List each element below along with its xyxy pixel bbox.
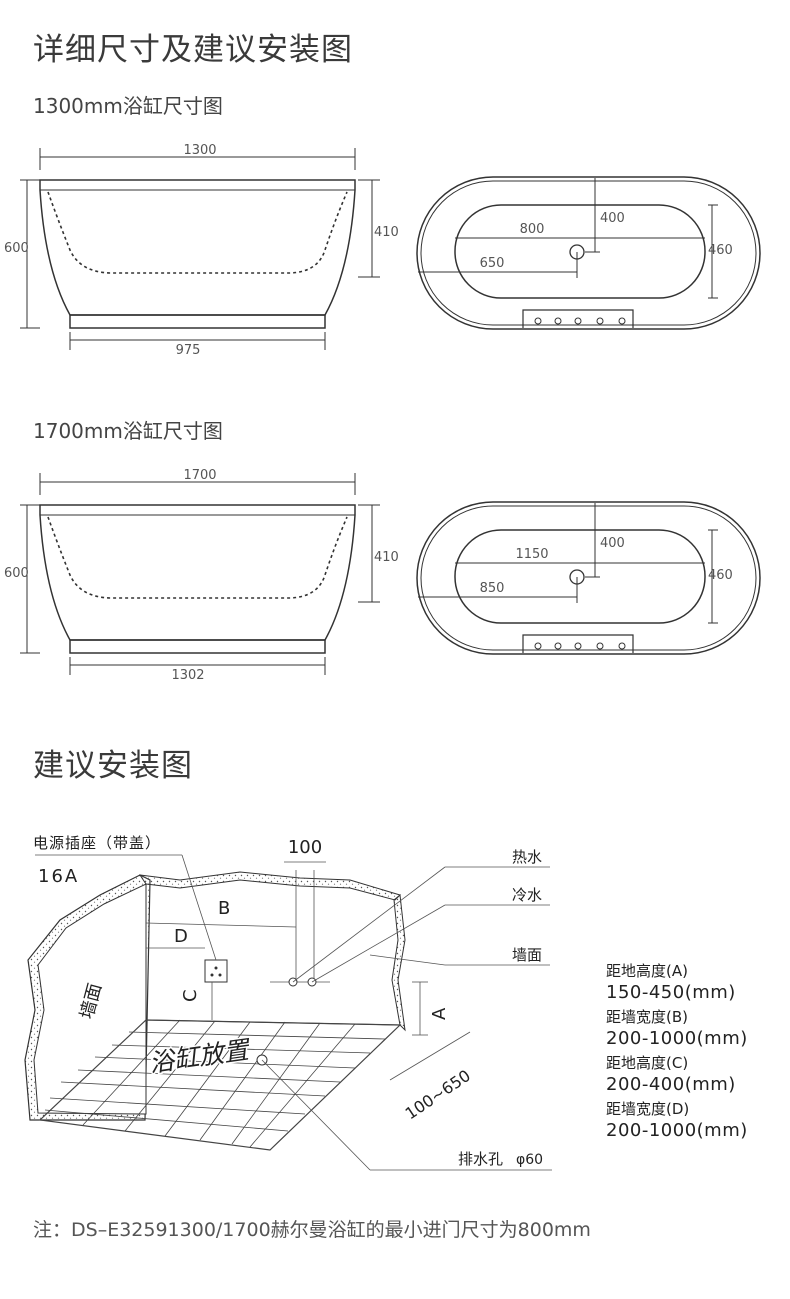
page-title: 详细尺寸及建议安装图 — [33, 32, 353, 68]
top-view-1300: 800 650 400 460 — [416, 176, 761, 330]
range-label: 100~650 — [402, 1066, 474, 1123]
dim-bottom-width: 975 — [176, 343, 201, 358]
side-view-1300: 1300 600 410 975 — [4, 143, 399, 358]
dim-inner-width: 460 — [708, 568, 733, 583]
spec-key: 距墙宽度(D) — [606, 1100, 690, 1118]
cold-water-label: 冷水 — [512, 886, 542, 904]
dim-inner-length: 1150 — [515, 547, 548, 562]
pipe-gap: 100 — [288, 837, 322, 858]
spec-list: 距地高度(A) 150-450(mm) 距墙宽度(B) 200-1000(mm)… — [606, 960, 748, 1144]
spec-key: 距地高度(C) — [606, 1054, 689, 1072]
socket-rating: 16A — [38, 866, 79, 887]
spec-key: 距地高度(A) — [606, 962, 688, 980]
spec-value: 200-400(mm) — [606, 1074, 736, 1095]
letter-a: A — [429, 1007, 450, 1020]
spec-value: 200-1000(mm) — [606, 1120, 748, 1141]
dim-bottom-width: 1302 — [171, 668, 204, 683]
dim-top-width: 1300 — [183, 143, 216, 158]
socket-label: 电源插座（带盖） — [33, 834, 161, 852]
letter-c: C — [180, 989, 201, 1002]
top-view-1700: 1150 850 400 460 — [416, 501, 761, 655]
dim-inner-depth: 410 — [374, 550, 399, 565]
installation-diagram: 浴缸放置 墙面 电源插座（带盖） 16A D B C 100 热水 冷水 墙面 … — [24, 834, 552, 1171]
spec-value: 200-1000(mm) — [606, 1028, 748, 1049]
dim-drain-depth: 400 — [600, 536, 625, 551]
letter-b: B — [218, 898, 230, 919]
dim-drain-offset: 850 — [480, 581, 505, 596]
drain-label: 排水孔 — [458, 1150, 503, 1168]
spec-value: 150-450(mm) — [606, 982, 736, 1003]
dim-drain-offset: 650 — [480, 256, 505, 271]
dim-inner-width: 460 — [708, 243, 733, 258]
installation-title: 建议安装图 — [33, 748, 193, 784]
dim-inner-length: 800 — [520, 222, 545, 237]
dim-height: 600 — [4, 241, 29, 256]
footer-note: 注：DS–E32591300/1700赫尔曼浴缸的最小进门尺寸为800mm — [33, 1219, 591, 1241]
wall-face-label: 墙面 — [512, 946, 542, 964]
drain-size: φ60 — [516, 1152, 543, 1168]
spec-key: 距墙宽度(B) — [606, 1008, 688, 1026]
hot-water-label: 热水 — [512, 848, 542, 866]
side-view-1700: 1700 600 410 1302 — [4, 468, 399, 683]
dim-drain-depth: 400 — [600, 211, 625, 226]
dim-top-width: 1700 — [183, 468, 216, 483]
subtitle-1300: 1300mm浴缸尺寸图 — [33, 94, 223, 118]
letter-d: D — [174, 926, 188, 947]
dim-height: 600 — [4, 566, 29, 581]
floor-label: 浴缸放置 — [147, 1035, 253, 1078]
subtitle-1700: 1700mm浴缸尺寸图 — [33, 419, 223, 443]
dim-inner-depth: 410 — [374, 225, 399, 240]
